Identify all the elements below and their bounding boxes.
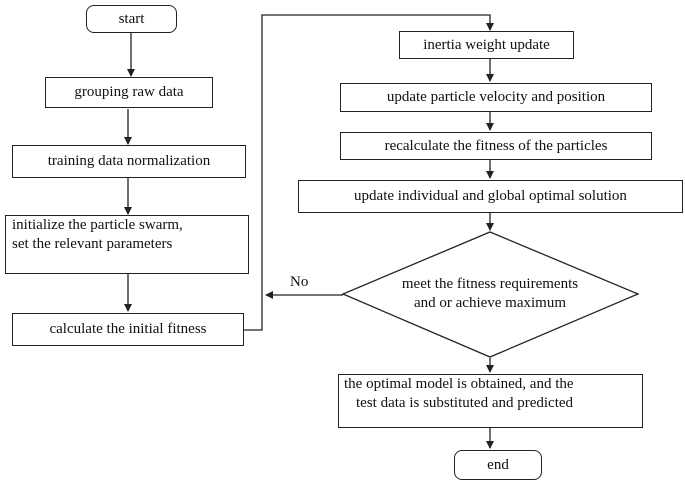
decision-line-2: and or achieve maximum	[413, 295, 567, 311]
start-terminal: start	[86, 5, 177, 33]
update-velocity-box: update particle velocity and position	[340, 83, 652, 112]
initialize-swarm-box: initialize the particle swarm, set the r…	[5, 215, 249, 274]
decision-line-1: meet the fitness requirements	[401, 276, 579, 292]
no-branch-label: No	[290, 273, 308, 292]
initialize-swarm-line-2: set the relevant parameters	[12, 236, 173, 252]
inertia-weight-label: inertia weight update	[423, 36, 550, 53]
optimal-solution-box: update individual and global optimal sol…	[298, 180, 683, 213]
no-branch-text: No	[290, 274, 309, 290]
grouping-raw-data-label: grouping raw data	[74, 84, 184, 100]
recalculate-fitness-label: recalculate the fitness of the particles	[384, 137, 608, 154]
normalization-label: training data normalization	[47, 153, 211, 169]
optimal-model-line-2: test data is substituted and predicted	[356, 395, 574, 411]
optimal-model-line-1: the optimal model is obtained, and the	[344, 376, 574, 392]
initialize-swarm-line-1: initialize the particle swarm,	[12, 217, 183, 233]
grouping-raw-data-box: grouping raw data	[45, 77, 213, 108]
recalculate-fitness-box: recalculate the fitness of the particles	[340, 132, 652, 160]
end-label: end	[487, 456, 509, 473]
optimal-model-box: the optimal model is obtained, and the t…	[338, 374, 643, 428]
update-velocity-label: update particle velocity and position	[386, 89, 606, 105]
end-terminal: end	[454, 450, 542, 480]
decision-text: meet the fitness requirements and or ach…	[365, 275, 615, 313]
decision-diamond	[341, 231, 640, 358]
normalization-box: training data normalization	[12, 145, 246, 178]
optimal-solution-label: update individual and global optimal sol…	[354, 188, 627, 204]
arrow-fitness-to-inertia	[244, 14, 494, 331]
start-label: start	[118, 10, 145, 27]
inertia-weight-box: inertia weight update	[399, 31, 574, 59]
initial-fitness-box: calculate the initial fitness	[12, 313, 244, 346]
initial-fitness-label: calculate the initial fitness	[49, 321, 207, 337]
